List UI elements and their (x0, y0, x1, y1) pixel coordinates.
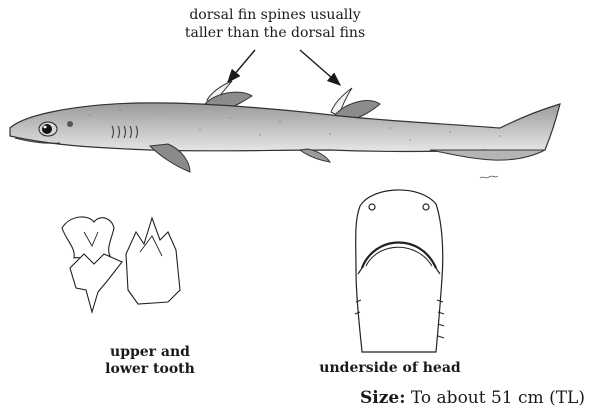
head-caption: underside of head (300, 360, 480, 377)
head-outline (356, 190, 443, 352)
caudal-fin-lower-lobe (430, 150, 545, 160)
arrow-to-first-spine (228, 50, 255, 82)
left-nostril (369, 204, 375, 210)
size-label: Size: (360, 388, 405, 408)
right-nostril (423, 204, 429, 210)
pelvic-fin (300, 149, 330, 162)
teeth-caption-line-1: upper and (70, 344, 230, 361)
upper-tooth-lower-part (70, 254, 122, 312)
artist-signature (480, 176, 498, 178)
shark-body (10, 103, 560, 152)
size-value: To about 51 cm (TL) (411, 388, 585, 408)
teeth-caption: upper and lower tooth (70, 344, 230, 378)
arrow-to-second-spine (300, 50, 340, 85)
lower-tooth (126, 218, 180, 304)
shark-lateral-view (10, 81, 560, 178)
teeth-illustration (62, 217, 180, 312)
pupil (42, 124, 52, 134)
teeth-caption-line-2: lower tooth (70, 361, 230, 378)
underside-of-head-illustration (355, 190, 444, 352)
callout-arrows (228, 50, 340, 85)
spiracle (67, 121, 73, 127)
size-statement: Size: To about 51 cm (TL) (360, 388, 589, 408)
